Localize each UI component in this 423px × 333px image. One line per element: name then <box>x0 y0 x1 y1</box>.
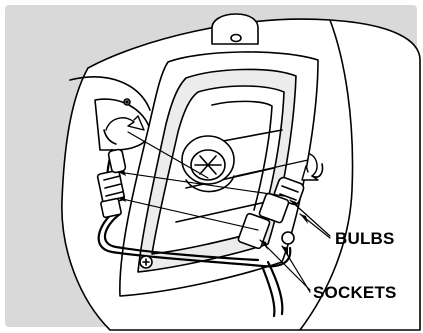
top-mounting-tab <box>212 14 258 44</box>
lower-left-tab <box>140 256 152 268</box>
bulbs-callout-label: BULBS <box>335 229 395 249</box>
sockets-callout-label: SOCKETS <box>313 283 397 303</box>
